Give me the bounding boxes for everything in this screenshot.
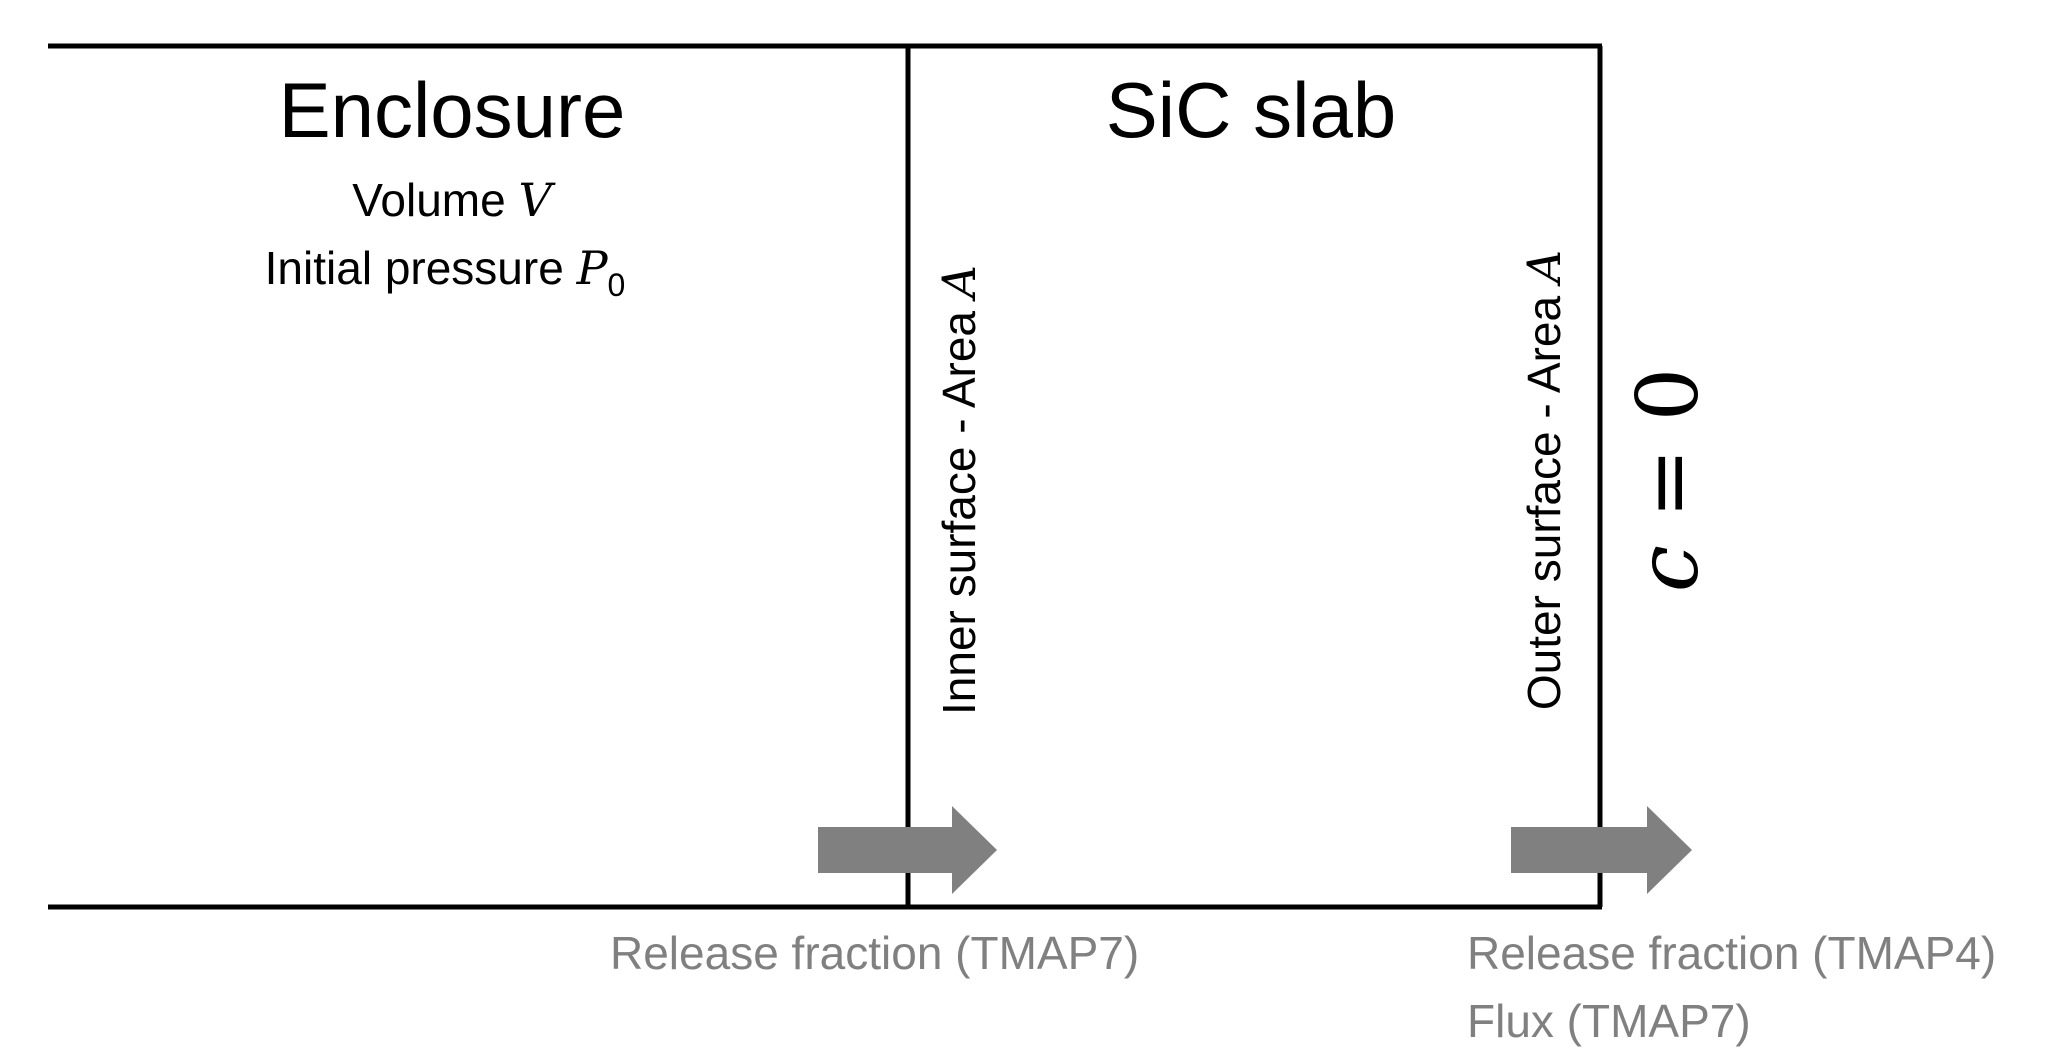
- enclosure-title: Enclosure: [279, 66, 626, 154]
- outer-area-symbol: A: [1517, 250, 1571, 287]
- initial-pressure-label: Initial pressure P0: [265, 241, 626, 303]
- volume-symbol: V: [518, 173, 556, 227]
- outer-release-fraction-label: Release fraction (TMAP4): [1467, 927, 1996, 979]
- outer-release-arrow: [1511, 806, 1692, 894]
- slab-title: SiC slab: [1106, 66, 1396, 154]
- concentration-symbol: c: [1619, 545, 1717, 592]
- boundary-condition-label: c = 0: [1619, 368, 1717, 592]
- volume-label: Volume V: [352, 173, 556, 227]
- inner-release-arrow: [818, 806, 997, 894]
- inner-surface-label: Inner surface - Area A: [932, 265, 986, 715]
- pressure-subscript: 0: [608, 267, 626, 303]
- outer-surface-label: Outer surface - Area A: [1517, 250, 1571, 710]
- outer-flux-label: Flux (TMAP7): [1467, 995, 1751, 1047]
- pressure-symbol: P: [576, 241, 609, 295]
- inner-area-symbol: A: [932, 265, 986, 302]
- inner-release-fraction-label: Release fraction (TMAP7): [610, 927, 1139, 979]
